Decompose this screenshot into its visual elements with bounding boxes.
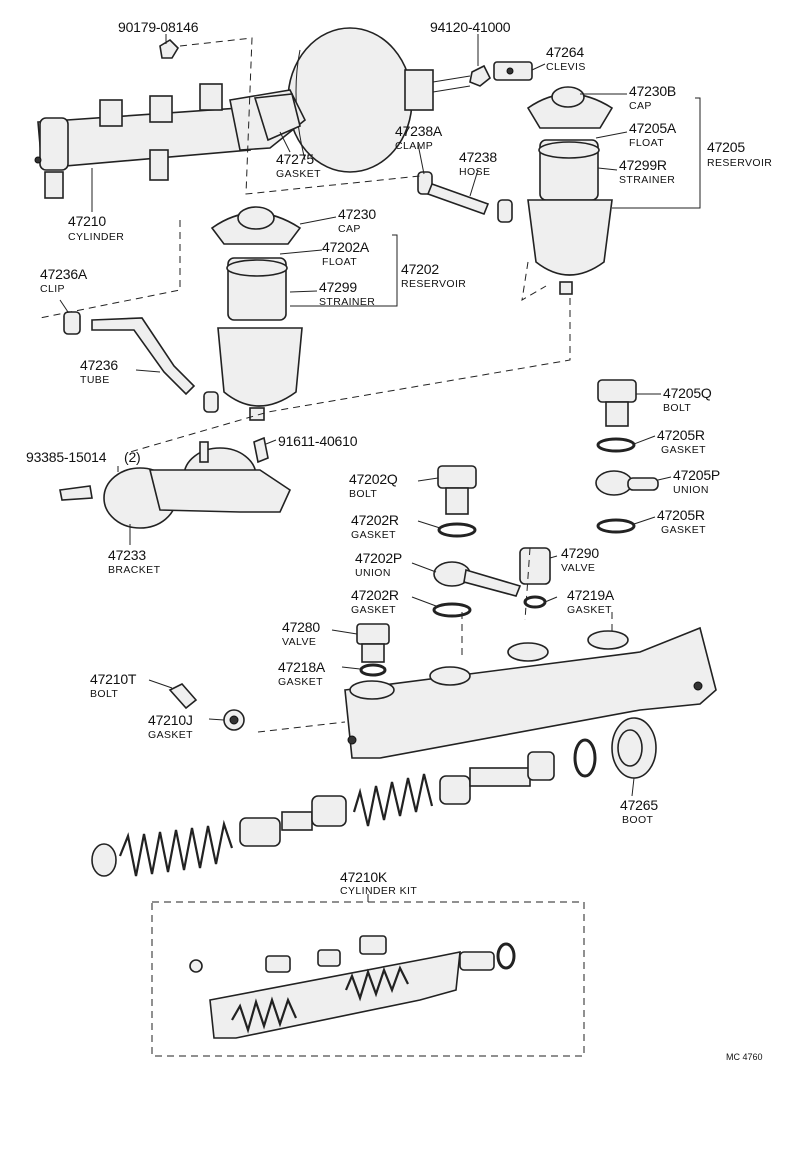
label-47205R-2: 47205R xyxy=(657,507,705,523)
label-47210T-name: BOLT xyxy=(90,688,119,700)
label-47205P: 47205P xyxy=(673,467,721,483)
clevis-drawing xyxy=(493,61,533,81)
label-47205A: 47205A xyxy=(629,120,677,136)
label-47233-name: BRACKET xyxy=(108,564,161,576)
brake-booster-drawing xyxy=(287,27,471,173)
label-47299R-name: STRAINER xyxy=(619,174,676,186)
label-47210-name: CYLINDER xyxy=(68,231,125,243)
label-47202R-2: 47202R xyxy=(351,587,399,603)
label-47230B: 47230B xyxy=(629,83,677,99)
label-47238A-name: CLAMP xyxy=(395,140,434,152)
label-47275: 47275 xyxy=(276,151,314,167)
label-47219A-name: GASKET xyxy=(567,604,612,616)
reservoir-47205-drawing xyxy=(526,86,614,295)
label-47264: 47264 xyxy=(546,44,584,60)
label-47290-name: VALVE xyxy=(561,562,596,574)
label-47265: 47265 xyxy=(620,797,658,813)
label-47265-name: BOOT xyxy=(622,814,654,826)
label-47236-name: TUBE xyxy=(80,374,110,386)
label-47238: 47238 xyxy=(459,149,497,165)
label-47230B-name: CAP xyxy=(629,100,652,112)
label-47230: 47230 xyxy=(338,206,376,222)
label-47236A: 47236A xyxy=(40,266,88,282)
label-47202R-2-name: GASKET xyxy=(351,604,396,616)
label-47275-name: GASKET xyxy=(276,168,321,180)
label-47205Q-name: BOLT xyxy=(663,402,692,414)
label-47233: 47233 xyxy=(108,547,146,563)
label-47299: 47299 xyxy=(319,279,357,295)
label-47202R-1: 47202R xyxy=(351,512,399,528)
bracket-drawing xyxy=(59,436,292,529)
label-47210K: 47210K xyxy=(340,869,388,885)
label-94120-41000: 94120-41000 xyxy=(430,19,511,35)
label-47205R-1: 47205R xyxy=(657,427,705,443)
label-47236A-name: CLIP xyxy=(40,283,65,295)
master-cylinder-top-drawing xyxy=(34,83,307,199)
label-90179-08146: 90179-08146 xyxy=(118,19,199,35)
union-stack-47202-drawing xyxy=(432,465,551,618)
label-47205-name: RESERVOIR xyxy=(707,157,773,169)
assembly-dashed-lines xyxy=(39,37,613,733)
label-47236: 47236 xyxy=(80,357,118,373)
label-47205Q: 47205Q xyxy=(663,385,712,401)
leader-lines xyxy=(59,34,701,797)
label-47205P-name: UNION xyxy=(673,484,709,496)
label-47202P-name: UNION xyxy=(355,567,391,579)
label-91611-40610: 91611-40610 xyxy=(278,433,358,449)
label-47202A-name: FLOAT xyxy=(322,256,358,268)
valve-47280-drawing xyxy=(356,623,390,677)
label-47202Q: 47202Q xyxy=(349,471,398,487)
label-47205R-2-name: GASKET xyxy=(661,524,706,536)
clamp-hose-drawing xyxy=(417,171,513,223)
label-93385-15014: 93385-15014 xyxy=(26,449,107,465)
reservoir-47202-drawing xyxy=(210,206,303,421)
label-47205: 47205 xyxy=(707,139,745,155)
union-stack-47205-drawing xyxy=(595,379,659,534)
master-cylinder-body-drawing xyxy=(344,626,717,759)
label-47238A: 47238A xyxy=(395,123,443,139)
label-47202R-1-name: GASKET xyxy=(351,529,396,541)
figure-code: MC 4760 xyxy=(726,1052,763,1062)
cylinder-kit-box xyxy=(151,894,585,1057)
bolt-gasket-47210-drawing xyxy=(168,683,245,731)
label-47280: 47280 xyxy=(282,619,320,635)
label-47299R: 47299R xyxy=(619,157,667,173)
piston-spring-assembly-drawing xyxy=(91,751,555,877)
boot-drawing xyxy=(573,717,657,779)
label-47202A: 47202A xyxy=(322,239,370,255)
label-47210K-name: CYLINDER KIT xyxy=(340,885,418,897)
label-47210: 47210 xyxy=(68,213,106,229)
label-47210J: 47210J xyxy=(148,712,193,728)
label-47210T: 47210T xyxy=(90,671,137,687)
label-47202: 47202 xyxy=(401,261,439,277)
label-47205R-1-name: GASKET xyxy=(661,444,706,456)
gasket-47275-drawing xyxy=(253,93,301,142)
label-47219A: 47219A xyxy=(567,587,615,603)
label-47290: 47290 xyxy=(561,545,599,561)
label-47205A-name: FLOAT xyxy=(629,137,665,149)
nut-90179-drawing xyxy=(159,38,180,59)
label-47299-name: STRAINER xyxy=(319,296,376,308)
label-93385-qty: (2) xyxy=(124,449,141,465)
label-47218A: 47218A xyxy=(278,659,326,675)
label-47202-name: RESERVOIR xyxy=(401,278,467,290)
label-47202Q-name: BOLT xyxy=(349,488,378,500)
label-47218A-name: GASKET xyxy=(278,676,323,688)
label-47238-name: HOSE xyxy=(459,166,491,178)
nut-94120-drawing xyxy=(469,64,492,87)
label-47230-name: CAP xyxy=(338,223,361,235)
label-47264-name: CLEVIS xyxy=(546,61,586,73)
label-47210J-name: GASKET xyxy=(148,729,193,741)
label-47202P: 47202P xyxy=(355,550,403,566)
clip-tube-drawing xyxy=(63,311,219,413)
label-47280-name: VALVE xyxy=(282,636,317,648)
